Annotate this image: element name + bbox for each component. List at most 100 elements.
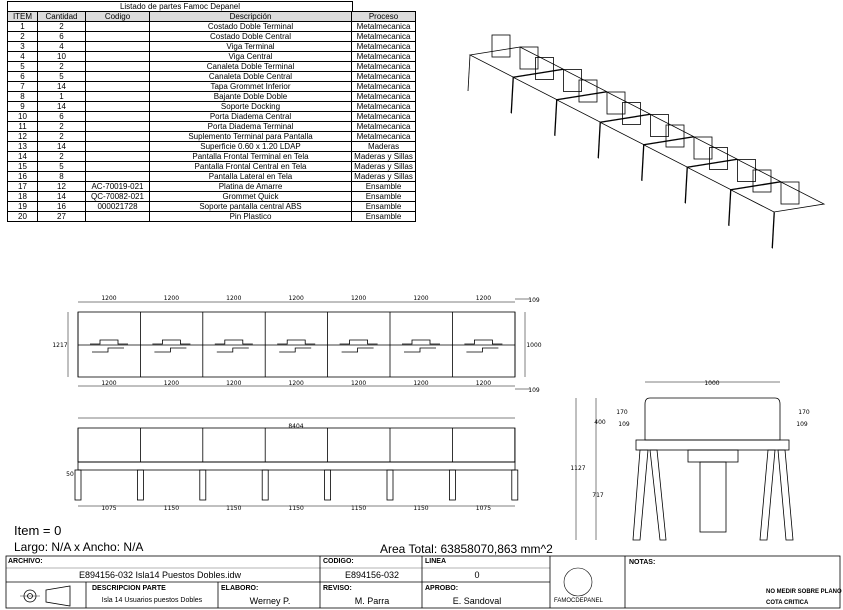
iso-leg — [467, 54, 471, 92]
desk-grommet — [339, 339, 378, 345]
iso-desk — [686, 159, 782, 190]
dim-side-109: 109 — [618, 421, 630, 428]
dim-top-offset: 109 — [528, 387, 540, 394]
dim-front-total: 8404 — [288, 423, 303, 430]
elaboro-value: Werney P. — [249, 596, 291, 606]
desk-grommet — [464, 339, 503, 345]
desk-grommet — [216, 347, 249, 353]
leg — [324, 469, 332, 501]
iso-leg — [554, 99, 557, 136]
iso-leg — [510, 76, 514, 114]
desk-grommet — [466, 347, 499, 353]
dim-front-piece: 1075 — [476, 505, 491, 512]
leg — [511, 469, 519, 501]
dim-top-width: 1200 — [226, 295, 241, 302]
iso-leg — [597, 121, 601, 159]
dim-top-width: 1200 — [476, 295, 491, 302]
iso-screen — [578, 79, 598, 103]
iso-screen — [737, 159, 756, 182]
iso-leg — [554, 99, 558, 137]
iso-desk — [468, 46, 565, 78]
bom-title: Listado de partes Famoc Depanel — [7, 1, 353, 11]
item-count: Item = 0 — [14, 523, 62, 538]
dim-front-piece: 1150 — [351, 505, 366, 512]
top-view — [67, 298, 530, 390]
dim-side-width: 1000 — [704, 380, 719, 387]
note-no-medir: NO MEDIR SOBRE PLANO — [766, 589, 842, 595]
desk-grommet — [279, 347, 312, 353]
desk-grommet — [402, 339, 440, 345]
iso-leg — [641, 144, 645, 182]
desk-grommet — [341, 347, 374, 353]
desc-label: DESCRIPCION PARTE — [92, 585, 166, 592]
iso-desk — [642, 136, 739, 168]
aprobo-value: E. Sandoval — [452, 596, 502, 606]
iso-leg — [598, 122, 601, 159]
dim-top-height: 1217 — [52, 342, 67, 349]
iso-screen — [606, 91, 626, 115]
iso-screen — [693, 136, 713, 160]
iso-screen — [780, 181, 800, 205]
dim-front-piece: 1150 — [164, 505, 179, 512]
codigo-value: E894156-032 — [344, 570, 400, 580]
iso-screen — [535, 57, 554, 80]
leg — [386, 469, 394, 501]
iso-screen — [563, 69, 582, 92]
iso-leg — [728, 189, 731, 226]
dim-side-109: 109 — [796, 421, 808, 428]
desk-grommet — [154, 347, 187, 353]
leg — [74, 469, 82, 501]
size-readout: Largo: N/A x Ancho: N/A — [14, 540, 144, 554]
iso-leg — [685, 167, 688, 204]
dim-top-width: 1200 — [413, 380, 428, 387]
leg — [448, 469, 456, 501]
dim-top-width: 1200 — [164, 380, 179, 387]
iso-screen — [519, 46, 539, 70]
note-cota-critica: COTA CRITICA — [766, 600, 809, 606]
dim-side-170: 170 — [798, 409, 810, 416]
notas-label: NOTAS: — [629, 559, 656, 566]
iso-screen — [665, 124, 685, 148]
dim-top-width: 1200 — [476, 380, 491, 387]
leg — [136, 469, 144, 501]
bom-table: ITEM Cantidad Codigo Descripción Proceso… — [7, 11, 416, 222]
dim-front-piece: 1075 — [101, 505, 116, 512]
archivo-value: E894156-032 Isla14 Puestos Dobles.idw — [78, 570, 242, 580]
iso-screen — [752, 169, 772, 193]
iso-desk — [512, 69, 608, 100]
dim-top-width: 1200 — [101, 295, 116, 302]
reviso-label: REVISO: — [323, 585, 352, 592]
archivo-label: ARCHIVO: — [8, 558, 43, 565]
reviso-value: M. Parra — [354, 596, 390, 606]
company-logo-text: FAMOCDEPANEL — [554, 598, 603, 604]
leg — [199, 469, 207, 501]
dim-top-width: 1200 — [351, 295, 366, 302]
leg — [261, 469, 269, 501]
dim-side-1127: 1127 — [570, 465, 585, 472]
iso-desk — [729, 181, 826, 213]
dim-top-offset: 109 — [528, 297, 540, 304]
iso-desk — [599, 114, 695, 145]
dim-top-height: 1000 — [526, 342, 541, 349]
dim-front-50: 50 — [66, 471, 74, 478]
linea-label: LINEA — [425, 558, 446, 565]
dim-front-piece: 1150 — [289, 505, 304, 512]
iso-leg — [641, 144, 644, 181]
dim-top-width: 1200 — [289, 295, 304, 302]
bom-cell-proc: Ensamble — [351, 211, 416, 222]
dim-top-width: 1200 — [164, 295, 179, 302]
area-total: Area Total: 63858070,863 mm^2 — [380, 542, 553, 556]
dim-top-width: 1200 — [351, 380, 366, 387]
desc-value: Isla 14 Usuarios puestos Dobles — [101, 597, 203, 604]
aprobo-label: APROBO: — [425, 585, 459, 592]
desk-grommet — [404, 347, 436, 353]
iso-screen — [650, 114, 669, 137]
elaboro-label: ELABORO: — [221, 585, 259, 592]
dim-front-piece: 1150 — [413, 505, 428, 512]
